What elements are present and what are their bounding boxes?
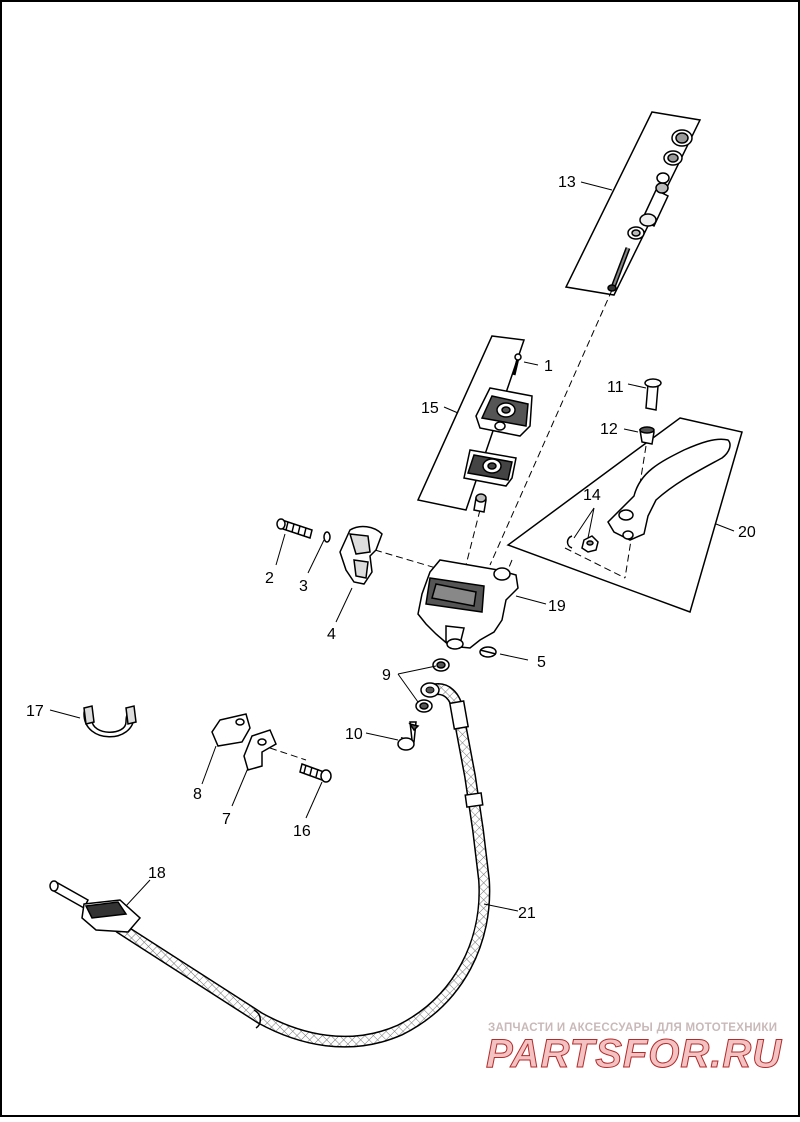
part-9-washers — [415, 658, 450, 713]
part-3-washer — [323, 531, 331, 543]
part-14-clip-and-nut — [566, 535, 599, 553]
callout-5: 5 — [537, 654, 546, 671]
callout-11: 11 — [607, 379, 624, 396]
part-18-line-fitting — [49, 880, 142, 933]
group-box-15 — [416, 335, 526, 511]
callout-21: 21 — [518, 905, 536, 922]
part-7-clip-bracket — [243, 729, 277, 771]
part-10-banjo-bolt — [397, 721, 420, 751]
callout-12: 12 — [600, 421, 618, 438]
callout-17: 17 — [26, 703, 44, 720]
callout-8: 8 — [193, 786, 202, 803]
part-8-plate — [211, 713, 251, 747]
callout-9: 9 — [382, 667, 391, 684]
part-2-screw — [276, 518, 313, 539]
callout-20: 20 — [738, 524, 756, 541]
assembly-lines — [269, 289, 647, 761]
part-4-switch-housing — [339, 525, 383, 585]
callout-19: 19 — [548, 598, 566, 615]
callout-7: 7 — [222, 811, 231, 828]
callout-4: 4 — [327, 626, 336, 643]
callout-14: 14 — [583, 487, 601, 504]
leader-lines — [49, 181, 735, 912]
watermark-tagline: ЗАПЧАСТИ И АКСЕССУАРЫ ДЛЯ МОТОТЕХНИКИ — [488, 1022, 778, 1034]
part-5-clip — [479, 646, 497, 658]
part-21-brake-line — [114, 682, 491, 1048]
part-20-hand-lever — [607, 438, 731, 541]
callout-18: 18 — [148, 865, 166, 882]
callout-1: 1 — [544, 358, 553, 375]
callout-13: 13 — [558, 174, 576, 191]
part-17-clamp — [83, 705, 137, 738]
callout-10: 10 — [345, 726, 363, 743]
callout-15: 15 — [421, 400, 439, 417]
part-12-bushing — [639, 426, 655, 445]
part-11-pivot-pin — [644, 378, 662, 411]
part-19-master-cylinder — [417, 559, 519, 650]
part-13-piston-assembly — [607, 129, 693, 292]
part-16-screw — [299, 763, 332, 783]
callout-2: 2 — [265, 570, 274, 587]
group-box-13 — [564, 111, 702, 296]
callout-16: 16 — [293, 823, 311, 840]
group-box-20 — [506, 417, 743, 613]
part-15-reservoir-cover — [463, 353, 533, 513]
callout-3: 3 — [299, 578, 308, 595]
watermark-brand-logo: PARTSFOR.RU — [485, 1032, 783, 1077]
